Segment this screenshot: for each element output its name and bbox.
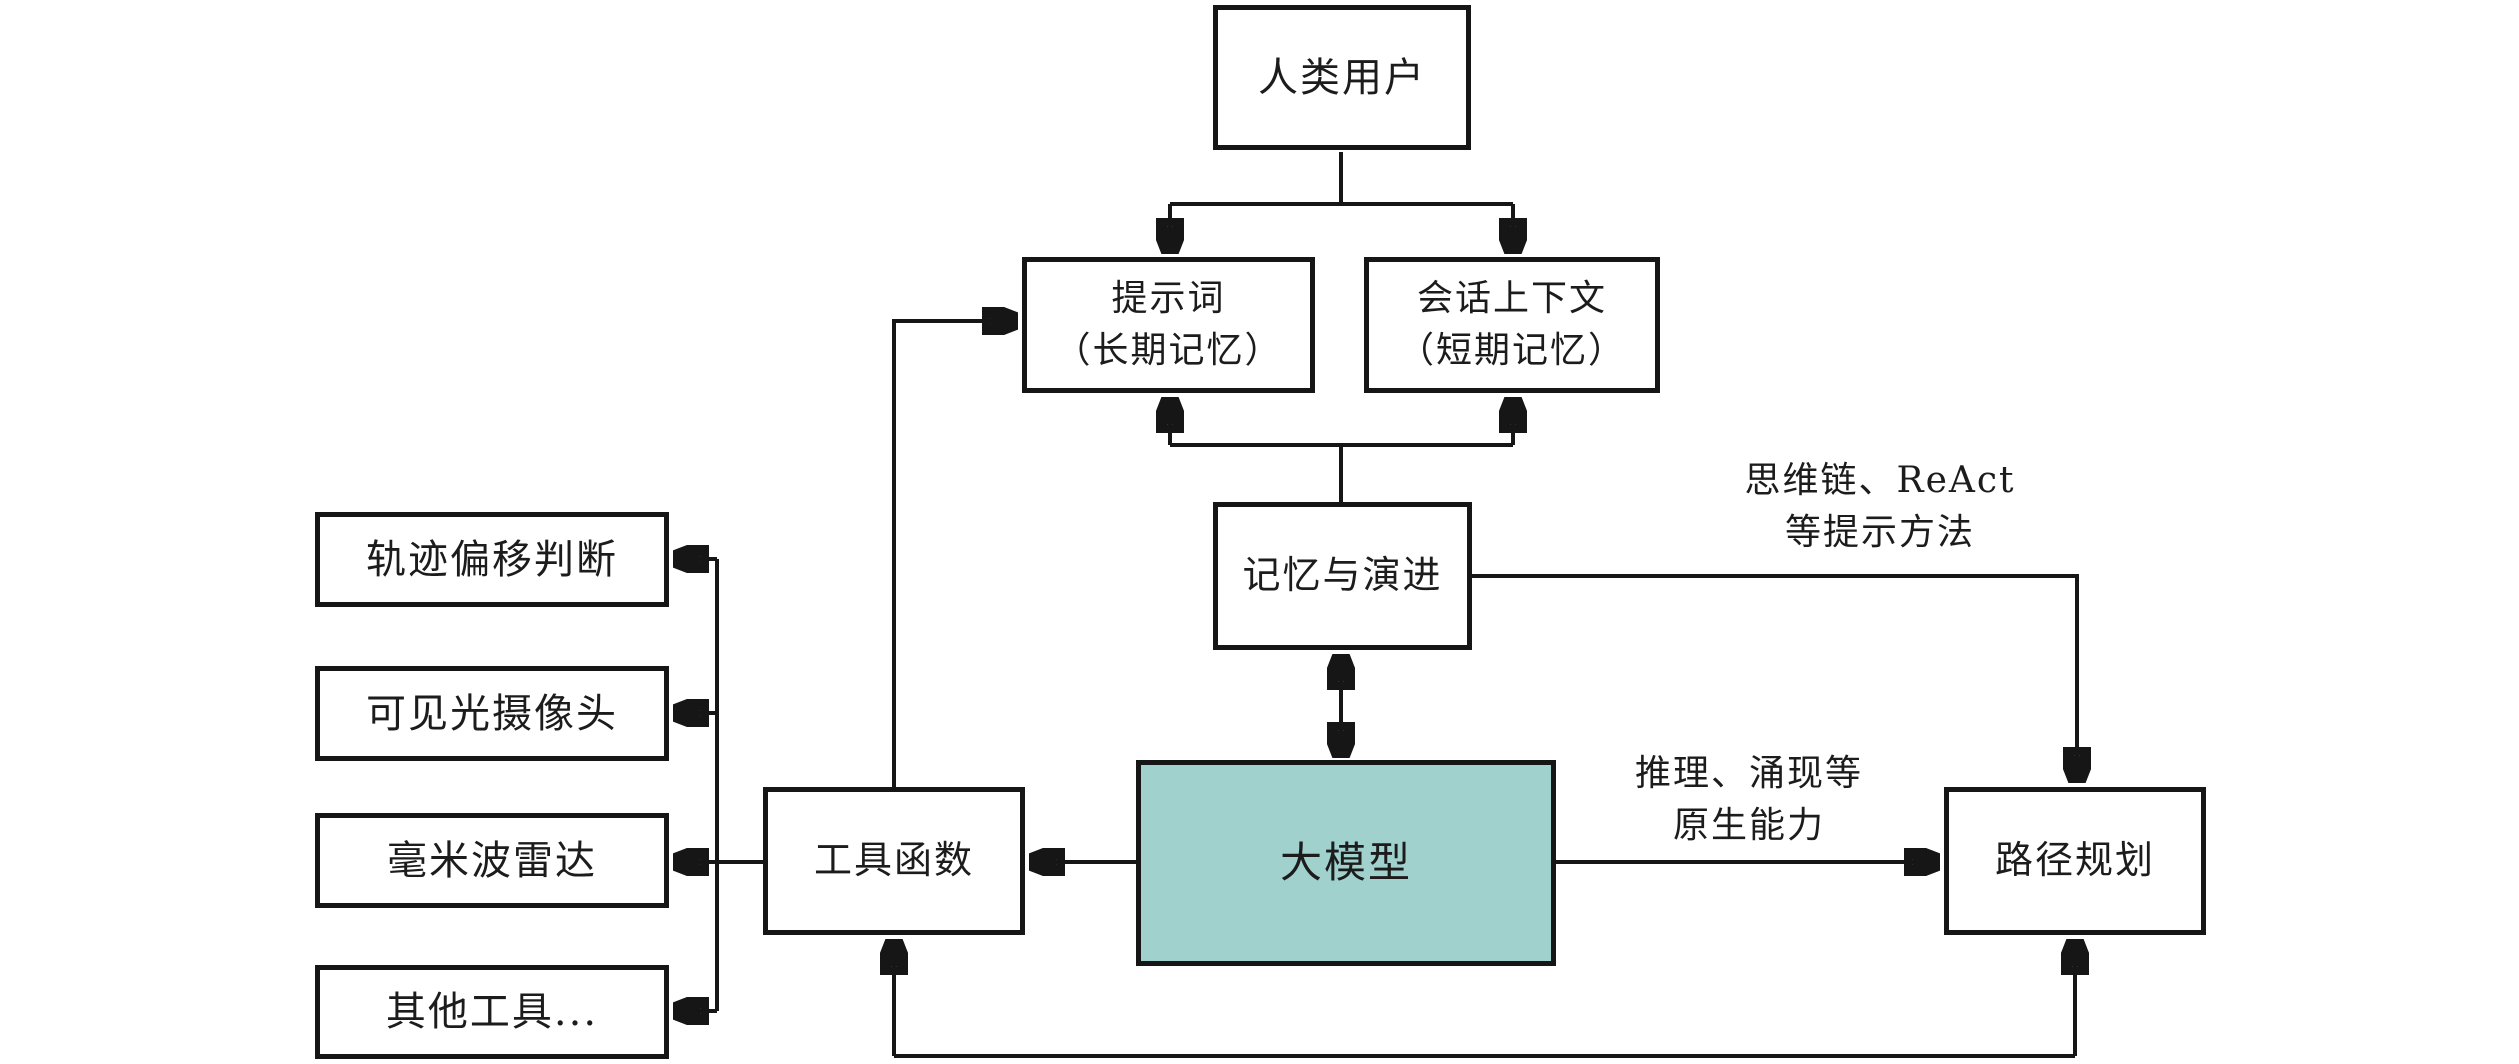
edge-user-split-line <box>1170 152 1513 206</box>
llm-node: 大模型 <box>1136 760 1556 966</box>
human-user-label: 人类用户 <box>1258 54 1426 101</box>
session-context-label-line2: （短期记忆） <box>1397 330 1626 371</box>
native-capabilities-label: 推理、涌现等 原生能力 <box>1549 748 1949 852</box>
visible-light-camera-label: 可见光摄像头 <box>366 690 618 737</box>
edge-memory-to-memory-boxes <box>1170 399 1513 502</box>
path-planning-label: 路径规划 <box>1994 838 2155 883</box>
native-capabilities-label-line2: 原生能力 <box>1672 805 1825 847</box>
edge-memory-to-planning <box>1472 574 2077 781</box>
other-tools-node: 其他工具... <box>315 965 669 1059</box>
mmwave-radar-label: 毫米波雷达 <box>387 837 597 884</box>
mmwave-radar-node: 毫米波雷达 <box>315 813 669 908</box>
tool-spine-group <box>675 559 763 1011</box>
memory-evolution-label: 记忆与演进 <box>1242 553 1443 598</box>
path-planning-node: 路径规划 <box>1944 787 2206 935</box>
prompt-label-line1: 提示词 <box>1111 277 1226 319</box>
prompt-node: 提示词 （长期记忆） <box>1022 257 1315 393</box>
prompting-methods-label-line2: 等提示方法 <box>1784 512 1975 554</box>
session-context-label-line1: 会话上下文 <box>1416 277 1607 319</box>
edge-user-to-memory-boxes <box>1170 152 1513 252</box>
bottom-feedback-loop <box>894 941 2075 1058</box>
prompting-methods-label: 思维链、ReAct 等提示方法 <box>1660 455 2100 559</box>
edge-tools-to-prompt-arrow <box>892 321 1016 787</box>
llm-label: 大模型 <box>1279 837 1412 887</box>
trajectory-deviation-label: 轨迹偏移判断 <box>366 536 618 583</box>
session-context-node: 会话上下文 （短期记忆） <box>1364 257 1660 393</box>
edge-memory-split-line <box>1170 443 1513 502</box>
visible-light-camera-node: 可见光摄像头 <box>315 666 669 761</box>
trajectory-deviation-node: 轨迹偏移判断 <box>315 512 669 607</box>
tool-functions-node: 工具函数 <box>763 787 1025 935</box>
prompt-label-line2: （长期记忆） <box>1054 330 1283 371</box>
edge-memory-to-planning-arrow <box>1472 574 2077 781</box>
edge-tools-to-prompt <box>892 321 1016 787</box>
tool-functions-label: 工具函数 <box>813 838 974 883</box>
human-user-node: 人类用户 <box>1213 5 1471 150</box>
other-tools-label: 其他工具... <box>385 989 599 1035</box>
prompting-methods-label-line1: 思维链、ReAct <box>1744 460 2016 501</box>
native-capabilities-label-line1: 推理、涌现等 <box>1634 753 1863 794</box>
memory-evolution-node: 记忆与演进 <box>1213 502 1472 650</box>
